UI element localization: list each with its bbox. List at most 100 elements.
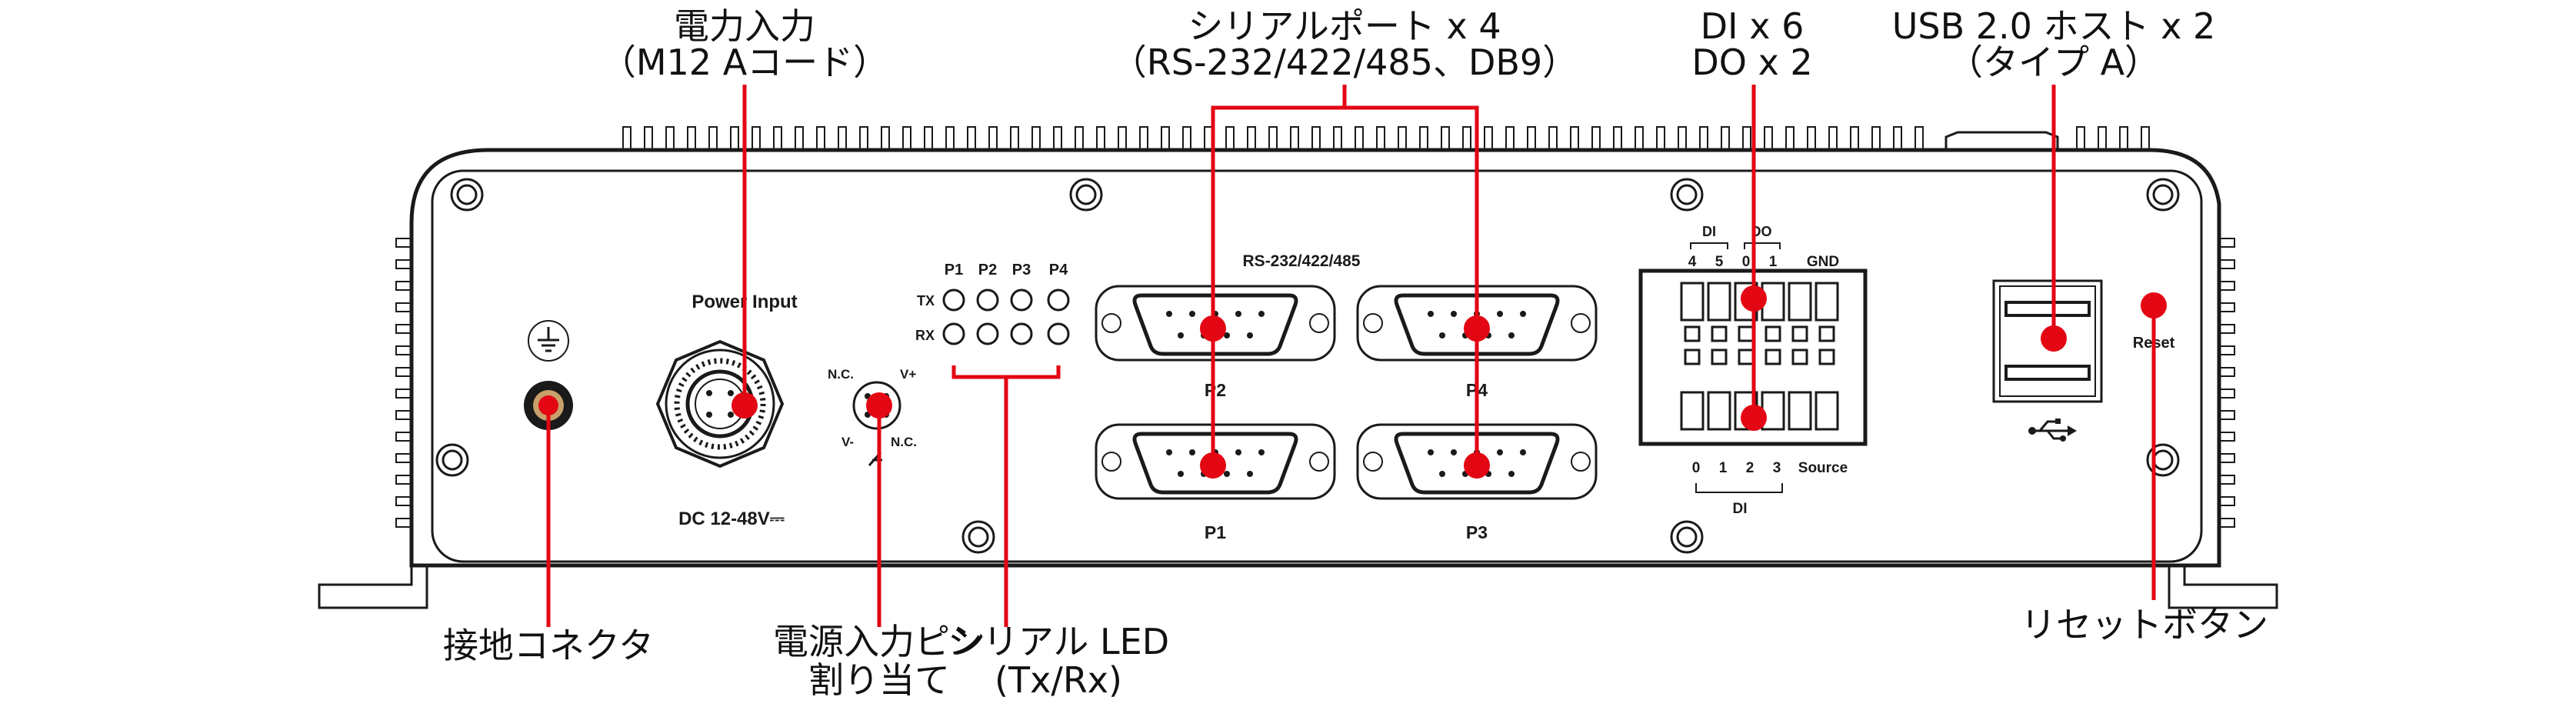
cooling-fin <box>1721 126 1730 152</box>
cooling-fin <box>2098 126 2107 152</box>
callout-serial-ports-line2: （RS-232/422/485、DB9） <box>1111 42 1578 83</box>
cooling-fin <box>1182 126 1191 152</box>
dio-di-bottom-label: DI <box>1733 501 1748 517</box>
port-p2-label: P2 <box>1205 380 1226 400</box>
dio-screw-square <box>1765 325 1781 342</box>
cooling-fin <box>644 126 653 152</box>
dio-screw-square <box>1738 348 1755 365</box>
cooling-fin <box>1828 126 1838 152</box>
cooling-fin <box>1635 126 1644 152</box>
led-rx <box>976 322 999 345</box>
cooling-fin <box>1139 126 1148 152</box>
screw-head <box>968 526 989 548</box>
dio-screw-square <box>1711 348 1728 365</box>
dio-screw-square <box>1791 325 1808 342</box>
serial-standard-label: RS-232/422/485 <box>1243 252 1361 270</box>
dio-top-number: 5 <box>1715 254 1724 270</box>
cooling-fin <box>1247 126 1256 152</box>
callout-power-input-line2: （M12 Aコード） <box>601 42 888 83</box>
cooling-fin <box>1225 126 1235 152</box>
callout-dot-usb <box>2041 325 2067 352</box>
callout-dot-do <box>1741 285 1767 312</box>
serial-leds <box>942 288 1070 345</box>
power-rating-label: DC 12-48V⎓ <box>678 509 785 529</box>
dio-terminal-top <box>1680 282 1705 322</box>
cooling-fin <box>2141 126 2150 152</box>
cooling-fin <box>1441 126 1450 152</box>
callout-reset: リセットボタン <box>2021 604 2268 645</box>
screw-head <box>1676 184 1698 205</box>
cooling-fin <box>967 126 976 152</box>
dio-di-label: DI <box>1702 224 1716 239</box>
screw-head <box>2152 184 2174 205</box>
dio-screw-square <box>1765 348 1781 365</box>
cooling-fin <box>1462 126 1471 152</box>
callout-ground: 接地コネクタ <box>443 625 654 666</box>
led-tx-label: TX <box>917 293 935 308</box>
led-rx-label: RX <box>915 328 935 343</box>
cooling-fin <box>1053 126 1062 152</box>
callout-serial-ports-line1: シリアルポート x 4 <box>1188 5 1501 47</box>
cooling-fin <box>924 126 933 152</box>
cooling-fin <box>1742 126 1751 152</box>
dio-screw-square <box>1818 348 1835 365</box>
callout-dot-power-input <box>731 392 758 419</box>
callout-dot-reset <box>2141 292 2167 318</box>
dio-screw-square <box>1684 348 1701 365</box>
cooling-fin <box>2076 126 2085 152</box>
led-port-label: P4 <box>1049 262 1068 278</box>
pin-v-minus-label: V- <box>841 435 854 449</box>
cooling-fin <box>1527 126 1536 152</box>
dio-screw-square <box>1738 325 1755 342</box>
dio-screw-square <box>1791 348 1808 365</box>
dio-screw-square <box>1684 325 1701 342</box>
cooling-fin <box>1376 126 1385 152</box>
mounting-foot-left <box>318 564 428 609</box>
dio-di-bracket <box>1695 483 1783 493</box>
screw-head <box>1075 184 1097 205</box>
cooling-fin <box>687 126 696 152</box>
cooling-fin <box>1031 126 1041 152</box>
callout-dio-line1: DI x 6 <box>1701 5 1805 47</box>
callout-lines <box>546 85 2156 627</box>
usb-housing-bump <box>1944 131 2059 152</box>
dio-terminal-top <box>1707 282 1731 322</box>
cooling-fin <box>2119 126 2128 152</box>
cooling-fin <box>902 126 911 152</box>
dio-terminal-bottom <box>1788 391 1812 431</box>
cooling-fin <box>1850 126 1859 152</box>
cooling-fin <box>945 126 955 152</box>
dio-terminal-bottom <box>1680 391 1705 431</box>
cooling-fin <box>1484 126 1493 152</box>
cooling-fin <box>1764 126 1773 152</box>
callout-pin-assignment-line2: 割り当て <box>808 659 950 701</box>
cooling-fin <box>1893 126 1902 152</box>
cooling-fin <box>1096 126 1105 152</box>
callout-dot-port-p3 <box>1464 452 1490 479</box>
led-rx <box>1010 322 1033 345</box>
callout-serial-led-line2: (Tx/Rx) <box>995 659 1122 701</box>
led-tx <box>942 288 965 312</box>
dio-bottom-number: 3 <box>1773 460 1781 476</box>
dio-terminal-bottom <box>1707 391 1731 431</box>
led-tx <box>976 288 999 312</box>
cooling-fin <box>751 126 761 152</box>
callout-bracket-serial-led <box>951 365 1061 379</box>
power-input-connector <box>655 339 785 469</box>
screw-head <box>2152 449 2174 471</box>
cooling-fin <box>1311 126 1321 152</box>
dio-top-number: 4 <box>1688 254 1697 270</box>
cooling-fin <box>838 126 847 152</box>
cooling-fin <box>730 126 739 152</box>
led-rx <box>942 322 965 345</box>
cooling-fin <box>1656 126 1665 152</box>
cooling-fin <box>1613 126 1622 152</box>
dio-do-label: DO <box>1751 224 1772 239</box>
callout-pin-assignment-line1: 電源入力ピン <box>773 621 985 662</box>
cooling-fin <box>816 126 825 152</box>
cooling-fin <box>1419 126 1428 152</box>
dio-screw-square <box>1818 325 1835 342</box>
